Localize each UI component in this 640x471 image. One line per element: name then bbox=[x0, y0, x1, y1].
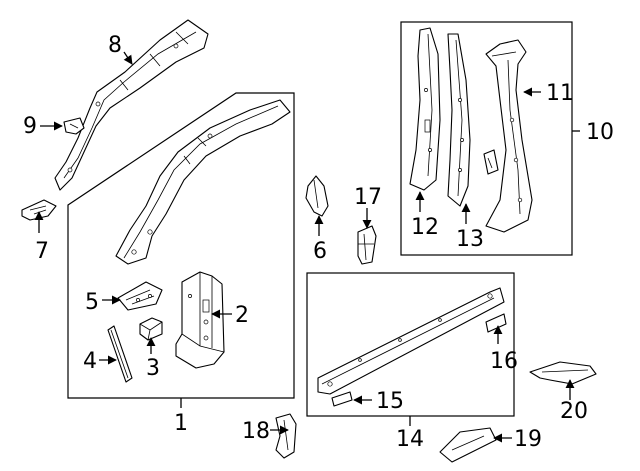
part-16-patch bbox=[485, 313, 507, 333]
callout-17: 17 bbox=[354, 185, 382, 210]
part-17-bracket bbox=[357, 225, 377, 265]
callout-1: 1 bbox=[174, 411, 188, 436]
part-7-bracket bbox=[21, 199, 57, 221]
part-8-roof-rail bbox=[54, 19, 209, 191]
part-18-bracket bbox=[275, 413, 297, 459]
callout-8: 8 bbox=[108, 33, 122, 58]
part-5-bracket bbox=[117, 281, 163, 311]
part-13-pillar-inner bbox=[447, 33, 471, 207]
part-12-pillar-reinforcement bbox=[409, 27, 441, 191]
callout-6: 6 bbox=[313, 239, 327, 264]
part-11-pillar-outer bbox=[485, 39, 533, 233]
part-20-bracket bbox=[529, 361, 597, 385]
callout-10: 10 bbox=[586, 120, 614, 145]
callout-12: 12 bbox=[411, 215, 439, 240]
part-9-bracket bbox=[63, 117, 85, 135]
leader-arrows bbox=[34, 51, 575, 443]
part-2-lower-pillar bbox=[175, 271, 225, 369]
callout-20: 20 bbox=[560, 399, 588, 424]
callout-4: 4 bbox=[83, 349, 97, 374]
callout-18: 18 bbox=[242, 419, 270, 444]
callout-14: 14 bbox=[396, 427, 424, 452]
callout-labels: 1 2 3 4 5 6 7 8 9 10 11 12 13 14 15 16 1… bbox=[23, 33, 614, 452]
part-15-patch bbox=[331, 391, 353, 407]
callout-7: 7 bbox=[35, 239, 49, 264]
group-box-1 bbox=[67, 92, 295, 399]
part-10-small-bracket bbox=[483, 149, 499, 175]
callout-13: 13 bbox=[456, 227, 484, 252]
callout-15: 15 bbox=[376, 389, 404, 414]
callout-3: 3 bbox=[146, 356, 160, 381]
part-4-trim-strip bbox=[107, 325, 133, 383]
callout-5: 5 bbox=[85, 290, 99, 315]
part-1-pillar-rail-inner bbox=[115, 99, 291, 265]
part-6-panel bbox=[305, 175, 329, 217]
part-19-bracket bbox=[439, 427, 497, 463]
group-box-10 bbox=[400, 21, 573, 256]
part-14-rocker-panel bbox=[317, 287, 505, 395]
callout-16: 16 bbox=[490, 349, 518, 374]
callout-11: 11 bbox=[546, 81, 574, 106]
callout-2: 2 bbox=[235, 303, 249, 328]
part-3-clip bbox=[139, 317, 163, 341]
callout-9: 9 bbox=[23, 114, 37, 139]
callout-19: 19 bbox=[514, 427, 542, 452]
